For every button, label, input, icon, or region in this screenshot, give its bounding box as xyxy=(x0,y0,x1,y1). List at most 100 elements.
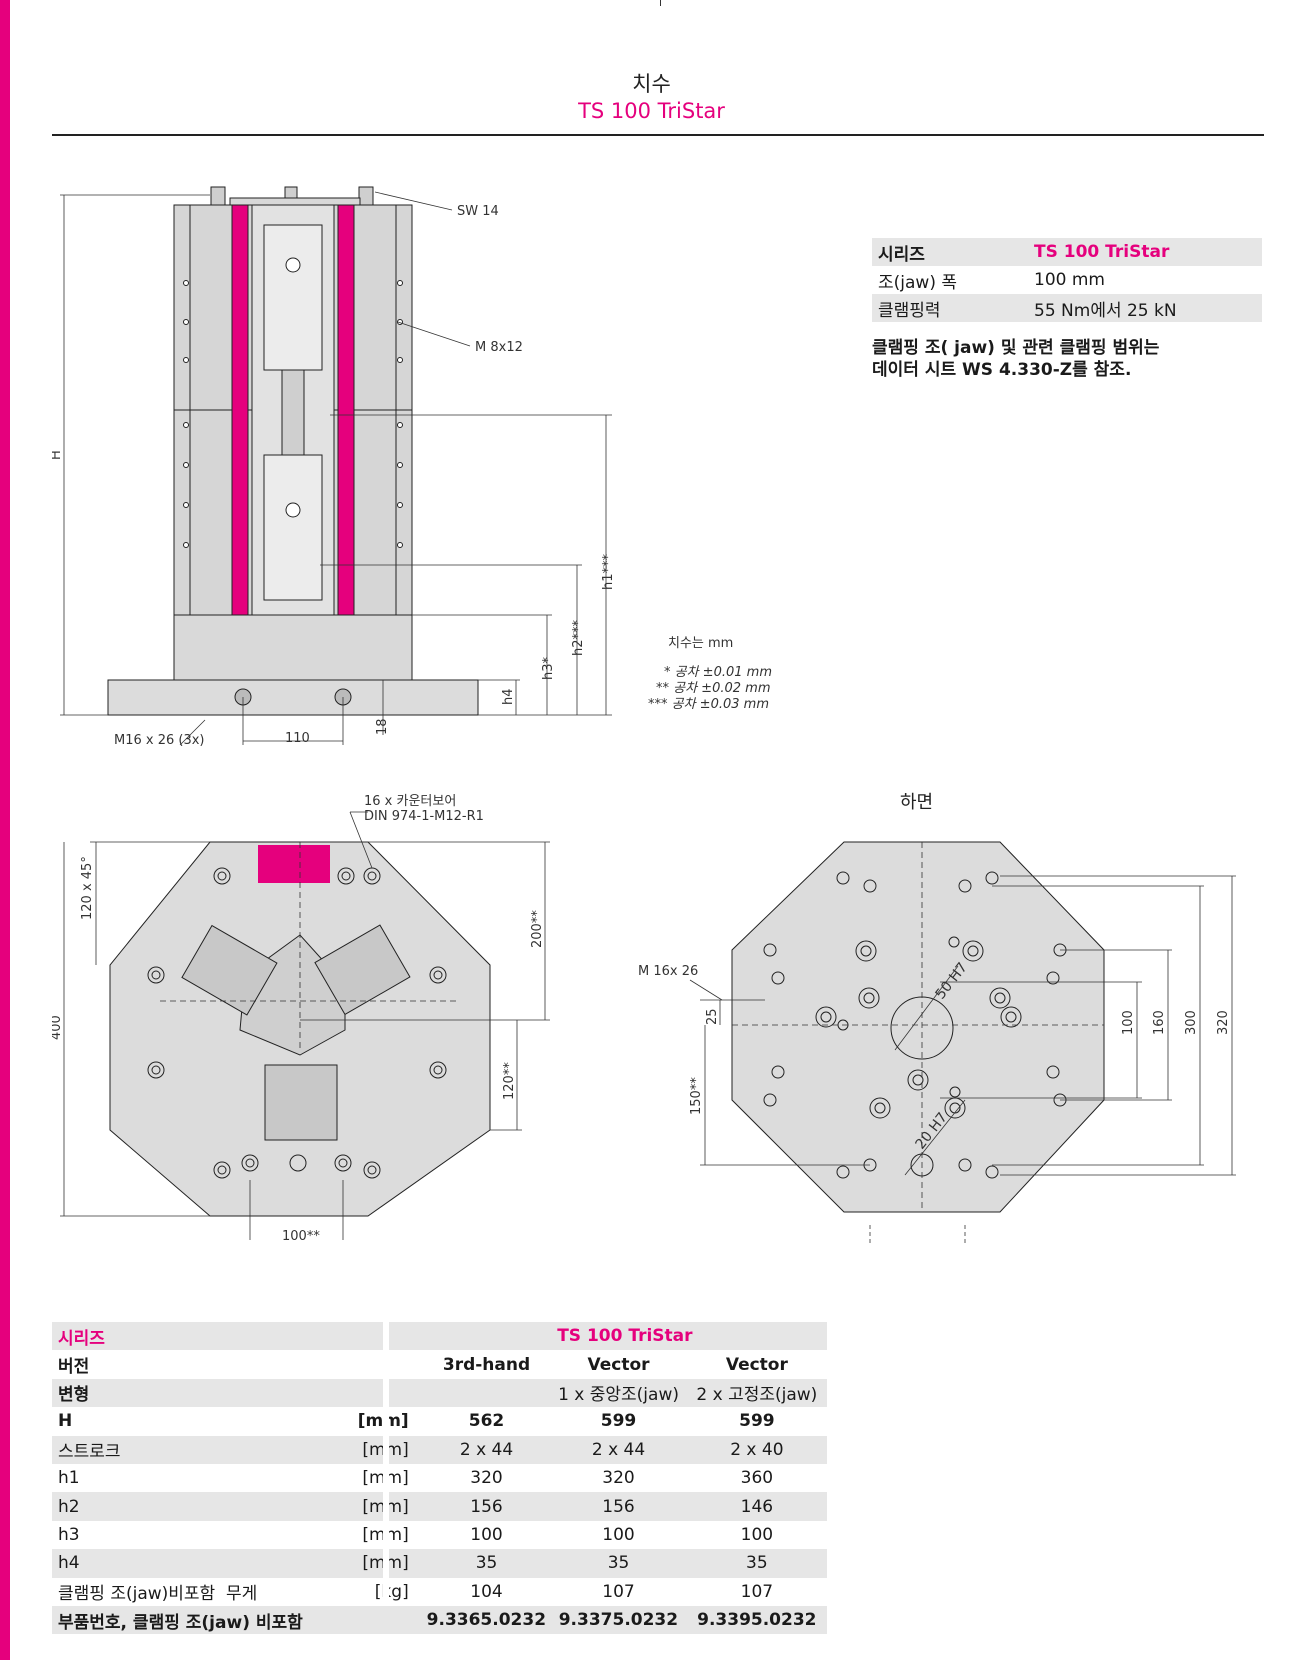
spec-row-series: 시리즈 TS 100 TriStar xyxy=(872,238,1262,266)
spec-key: 클램핑력 xyxy=(878,300,941,321)
table-cell: 100 xyxy=(470,1524,503,1545)
table-row: h2 [mm] 156 156 146 xyxy=(52,1492,827,1521)
table-row: h3 [mm] 100 100 100 xyxy=(52,1521,827,1549)
variant-label: 변형 xyxy=(58,1385,90,1406)
spec-note-line: 데이터 시트 WS 4.330-Z를 참조. xyxy=(872,360,1132,380)
side-view-drawing: SW 14 M 8x12 H h1*** h2*** h3* h4 M16 x … xyxy=(52,186,616,748)
label-h4: h4 xyxy=(501,688,516,705)
table-cell: 562 xyxy=(468,1411,505,1432)
bottom-view-drawing: 하면 xyxy=(638,792,1236,1245)
table-cell: 156 xyxy=(602,1496,635,1517)
table-cell: 2 x 40 xyxy=(730,1439,784,1460)
table-row: h4 [mm] 35 35 35 xyxy=(52,1549,827,1578)
label-150: 150** xyxy=(689,1077,704,1115)
label-H: H xyxy=(52,450,64,460)
spec-row-clamping-force: 클램핑력 55 Nm에서 25 kN xyxy=(872,294,1262,322)
table-row: 스트로크 [mm] 2 x 44 2 x 44 2 x 40 xyxy=(52,1435,827,1464)
table-cell: 35 xyxy=(746,1553,768,1574)
label-100-bottom: 100 xyxy=(1121,1010,1136,1035)
table-cell: 107 xyxy=(740,1581,774,1602)
spec-value: TS 100 TriStar xyxy=(1034,242,1170,262)
top-view-drawing: 16 x 카운터보어 DIN 974-1-M12-R1 120 x 45° 20… xyxy=(52,794,550,1240)
table-cell: 9.3375.0232 xyxy=(558,1610,679,1631)
tolerance-1: * 공차 ±0.01 mm xyxy=(664,665,772,680)
bottom-view-title: 하면 xyxy=(900,792,933,813)
label-200: 200** xyxy=(530,910,545,948)
label-120: 120** xyxy=(502,1062,517,1100)
table-cell: 2 x 44 xyxy=(459,1439,514,1460)
page-title: 치수 xyxy=(632,72,671,96)
row-unit: [mm] xyxy=(315,1440,423,1460)
row-unit: [mm] xyxy=(315,1497,423,1517)
label-h3: h3* xyxy=(541,656,556,680)
label-counterbore-1: 16 x 카운터보어 xyxy=(364,794,456,809)
label-100: 100** xyxy=(282,1229,320,1240)
series-label: 시리즈 xyxy=(58,1328,105,1349)
row-unit: [mm] xyxy=(315,1468,423,1488)
label-160: 160 xyxy=(1152,1010,1167,1035)
row-label: h3 xyxy=(58,1524,80,1545)
table-cell: 9.3395.0232 xyxy=(697,1610,817,1631)
label-25: 25 xyxy=(705,1008,720,1025)
series-value: TS 100 TriStar xyxy=(557,1326,693,1347)
page-subtitle: TS 100 TriStar xyxy=(578,99,725,123)
table-cell: Vector xyxy=(725,1354,788,1375)
table-cell: 599 xyxy=(600,1411,637,1432)
spec-note: 클램핑 조( jaw) 및 관련 클램핑 범위는 데이터 시트 WS 4.330… xyxy=(872,337,1272,381)
table-row-part-number: 부품번호, 클램핑 조(jaw) 비포함 9.3365.0232 9.3375.… xyxy=(52,1605,827,1635)
row-unit: [mm] xyxy=(315,1553,423,1573)
label-m16x26: M 16x 26 xyxy=(638,964,698,979)
label-m8: M 8x12 xyxy=(475,340,523,355)
table-cell: 2 x 고정조(jaw) xyxy=(696,1385,818,1406)
label-320: 320 xyxy=(1216,1010,1231,1035)
table-cell: 35 xyxy=(475,1553,498,1574)
table-column-separator xyxy=(383,1322,389,1606)
row-label: H xyxy=(58,1411,73,1432)
label-110: 110 xyxy=(285,731,310,746)
spec-key: 시리즈 xyxy=(878,244,925,265)
tolerance-2: ** 공차 ±0.02 mm xyxy=(656,681,771,696)
row-label: h4 xyxy=(58,1553,80,1574)
spec-row-jaw-width: 조(jaw) 폭 100 mm xyxy=(872,266,1262,294)
accent-side-bar xyxy=(0,0,10,1660)
table-row: H [mm] 562 599 599 xyxy=(52,1407,827,1435)
row-label: 클램핑 조(jaw)비포함 무게 xyxy=(58,1584,258,1605)
label-120x45: 120 x 45° xyxy=(80,856,95,920)
label-300: 300 xyxy=(1184,1010,1199,1035)
spec-key: 조(jaw) 폭 xyxy=(878,272,957,293)
table-cell: Vector xyxy=(587,1354,650,1375)
table-cell: 2 x 44 xyxy=(591,1439,646,1460)
label-400: 400 xyxy=(52,1015,64,1040)
spec-note-line: 클램핑 조( jaw) 및 관련 클램핑 범위는 xyxy=(872,338,1160,358)
row-label: h1 xyxy=(58,1468,80,1489)
header-rule xyxy=(52,134,1264,136)
table-row: h1 [mm] 320 320 360 xyxy=(52,1464,827,1492)
table-cell: 360 xyxy=(740,1468,774,1489)
table-cell: 1 x 중앙조(jaw) xyxy=(558,1385,679,1406)
table-row: 클램핑 조(jaw)비포함 무게 [kg] 104 107 107 xyxy=(52,1578,827,1606)
table-cell: 599 xyxy=(739,1411,775,1432)
table-cell: 3rd-hand xyxy=(442,1354,531,1375)
table-cell: 35 xyxy=(607,1553,630,1574)
partno-label: 부품번호, 클램핑 조(jaw) 비포함 xyxy=(58,1612,303,1633)
table-cell: 107 xyxy=(602,1581,635,1602)
row-unit: [kg] xyxy=(374,1581,409,1602)
spec-value: 100 mm xyxy=(1034,270,1105,290)
row-label: 스트로크 xyxy=(58,1442,121,1463)
table-cell: 100 xyxy=(602,1524,635,1545)
label-m16: M16 x 26 (3x) xyxy=(114,733,205,748)
table-cell: 100 xyxy=(740,1524,774,1545)
version-label: 버전 xyxy=(58,1357,90,1378)
variant-table: 시리즈 TS 100 TriStar 버전 3rd-hand Vector Ve… xyxy=(52,1322,827,1635)
table-cell: 156 xyxy=(470,1496,503,1517)
row-unit: [mm] xyxy=(315,1411,423,1431)
units-note: 치수는 mm xyxy=(668,636,734,651)
tolerance-3: *** 공차 ±0.03 mm xyxy=(648,697,769,712)
table-cell: 9.3365.0232 xyxy=(426,1610,547,1631)
table-cell: 320 xyxy=(470,1468,503,1489)
label-counterbore-2: DIN 974-1-M12-R1 xyxy=(364,809,484,824)
label-h2: h2*** xyxy=(571,619,586,656)
table-cell: 146 xyxy=(740,1496,774,1517)
page-top-tick xyxy=(660,0,661,6)
table-row-variant: 변형 1 x 중앙조(jaw) 2 x 고정조(jaw) xyxy=(52,1378,827,1408)
